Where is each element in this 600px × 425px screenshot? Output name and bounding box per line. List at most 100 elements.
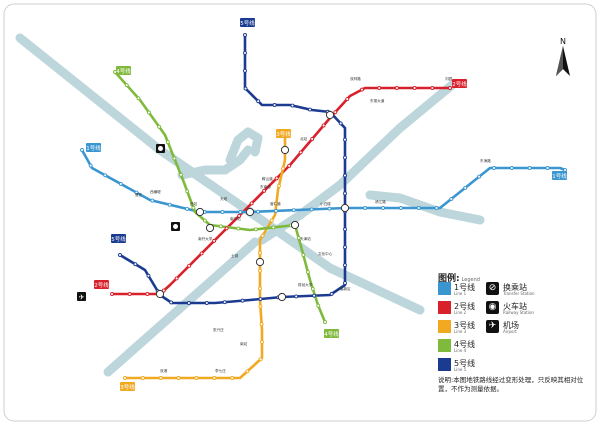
station-dot[interactable] xyxy=(258,250,262,255)
station-dot[interactable] xyxy=(509,166,514,170)
station-dot[interactable] xyxy=(296,236,301,240)
station-dot[interactable] xyxy=(316,303,321,308)
station-dot[interactable] xyxy=(381,206,385,210)
station-dot[interactable] xyxy=(281,166,285,171)
station-dot[interactable] xyxy=(394,86,399,90)
transfer-station[interactable] xyxy=(255,257,265,267)
station-dot[interactable] xyxy=(260,233,265,238)
station-dot[interactable] xyxy=(312,293,317,298)
station-dot[interactable] xyxy=(258,286,262,291)
station-dot[interactable] xyxy=(463,185,468,190)
station-dot[interactable] xyxy=(345,97,350,102)
station-dot[interactable] xyxy=(240,298,245,303)
station-dot[interactable] xyxy=(398,206,403,210)
station-dot[interactable] xyxy=(343,155,347,160)
station-dot[interactable] xyxy=(236,226,241,231)
station-dot[interactable] xyxy=(172,156,177,161)
station-dot[interactable] xyxy=(359,87,364,92)
station-dot[interactable] xyxy=(274,176,279,181)
station-dot[interactable] xyxy=(256,209,261,214)
station-dot[interactable] xyxy=(271,225,276,230)
station-dot[interactable] xyxy=(218,224,223,229)
station-dot[interactable] xyxy=(127,292,132,296)
station-dot[interactable] xyxy=(118,181,123,186)
station-dot[interactable] xyxy=(243,86,248,91)
station-dot[interactable] xyxy=(363,206,368,210)
station-dot[interactable] xyxy=(256,99,261,104)
station-dot[interactable] xyxy=(258,304,263,309)
station-dot[interactable] xyxy=(110,292,114,296)
station-dot[interactable] xyxy=(416,206,421,210)
station-dot[interactable] xyxy=(258,268,262,273)
station-dot[interactable] xyxy=(492,166,496,170)
station-dot[interactable] xyxy=(253,227,258,232)
station-dot[interactable] xyxy=(309,207,314,212)
station-dot[interactable] xyxy=(259,322,264,327)
station-dot[interactable] xyxy=(249,201,254,206)
station-dot[interactable] xyxy=(194,376,199,380)
station-dot[interactable] xyxy=(527,166,532,170)
station-dot[interactable] xyxy=(123,376,127,380)
station-dot[interactable] xyxy=(343,263,347,268)
transfer-station[interactable] xyxy=(290,220,300,230)
station-dot[interactable] xyxy=(243,68,247,73)
station-dot[interactable] xyxy=(323,320,327,324)
transfer-station[interactable] xyxy=(195,207,205,217)
station-dot[interactable] xyxy=(343,173,347,178)
station-dot[interactable] xyxy=(274,208,278,213)
station-dot[interactable] xyxy=(291,208,296,213)
station-dot[interactable] xyxy=(186,301,191,305)
station-dot[interactable] xyxy=(260,340,264,344)
station-dot[interactable] xyxy=(237,213,242,218)
station-dot[interactable] xyxy=(287,163,292,168)
station-dot[interactable] xyxy=(140,376,145,380)
station-dot[interactable] xyxy=(343,281,347,286)
station-dot[interactable] xyxy=(412,86,417,90)
station-dot[interactable] xyxy=(329,291,334,296)
line-4-path[interactable] xyxy=(113,70,327,324)
station-dot[interactable] xyxy=(136,96,141,101)
station-dot[interactable] xyxy=(272,103,277,107)
transfer-station[interactable] xyxy=(280,145,290,155)
station-dot[interactable] xyxy=(243,50,247,55)
station-dot[interactable] xyxy=(290,103,295,108)
station-dot[interactable] xyxy=(310,286,315,291)
station-dot[interactable] xyxy=(230,376,235,380)
station-dot[interactable] xyxy=(146,110,151,115)
station-dot[interactable] xyxy=(202,218,207,223)
station-dot[interactable] xyxy=(199,251,204,256)
station-dot[interactable] xyxy=(338,121,343,126)
station-dot[interactable] xyxy=(224,226,229,231)
station-dot[interactable] xyxy=(176,376,181,380)
transfer-station[interactable] xyxy=(155,289,165,299)
station-dot[interactable] xyxy=(258,357,263,362)
station-dot[interactable] xyxy=(191,205,196,210)
station-dot[interactable] xyxy=(262,188,267,193)
station-dot[interactable] xyxy=(434,206,439,210)
station-dot[interactable] xyxy=(327,206,332,211)
station-dot[interactable] xyxy=(174,276,179,281)
station-dot[interactable] xyxy=(333,110,338,115)
transfer-station[interactable] xyxy=(277,292,287,302)
station-dot[interactable] xyxy=(88,163,93,168)
station-dot[interactable] xyxy=(133,262,138,267)
station-dot[interactable] xyxy=(146,273,151,278)
station-dot[interactable] xyxy=(545,166,550,170)
station-dot[interactable] xyxy=(343,245,347,250)
station-dot[interactable] xyxy=(165,140,170,145)
station-dot[interactable] xyxy=(238,210,243,214)
station-dot[interactable] xyxy=(245,369,250,374)
station-dot[interactable] xyxy=(448,86,452,90)
station-dot[interactable] xyxy=(134,190,139,195)
station-dot[interactable] xyxy=(307,107,312,112)
station-dot[interactable] xyxy=(204,301,209,305)
station-dot[interactable] xyxy=(157,124,162,129)
station-dot[interactable] xyxy=(212,376,217,380)
transfer-station[interactable] xyxy=(245,207,255,217)
station-dot[interactable] xyxy=(449,197,454,201)
station-dot[interactable] xyxy=(187,263,192,268)
transfer-station[interactable] xyxy=(325,110,335,120)
station-dot[interactable] xyxy=(277,183,281,188)
station-dot[interactable] xyxy=(178,172,183,177)
station-dot[interactable] xyxy=(145,292,150,296)
